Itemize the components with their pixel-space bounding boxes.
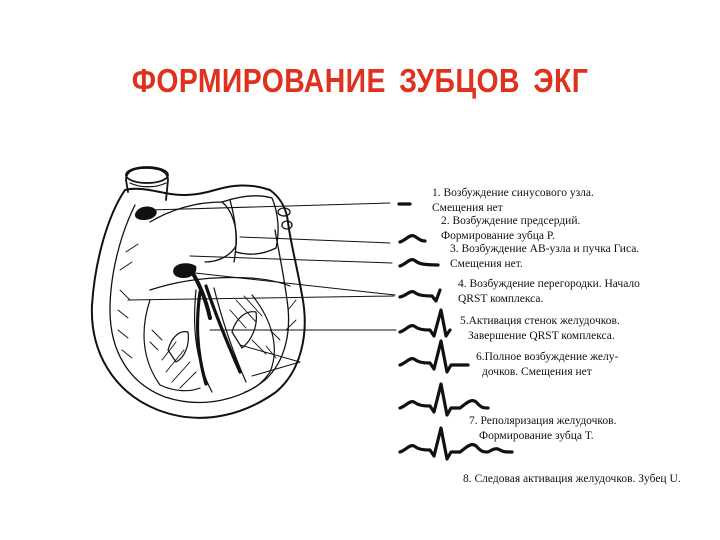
pointer-line-2 [239,236,391,244]
ecg-trace-7 [398,382,490,417]
stage-6-line1: 6.Полное возбуждение желу- [476,351,619,363]
pointer-lines [127,202,397,377]
interventricular-septum [193,287,247,393]
papillary-muscle-right [167,331,189,363]
ecg-trace-2 [398,234,427,244]
stage-7-line2: Формирование зубца Т. [479,430,594,442]
stage-7-label: 7. Реполяризация желудочков. Формировани… [469,414,616,444]
papillary-muscle-left [231,311,257,349]
sinoatrial-node [134,206,157,220]
right-bundle-branch [195,290,208,386]
ecg-trace-3 [398,258,440,268]
myocardium-inner-contour [109,204,290,404]
aorta-wall [129,182,167,188]
stage-8-label: 8. Следовая активация желудочков. Зубец … [463,472,681,487]
stage-2-line2: Формирование зубца P. [441,230,555,242]
stage-7-line1: 7. Реполяризация желудочков. [469,415,617,427]
atrioventricular-node [173,263,197,278]
stage-4-line1: 4. Возбуждение перегородки. Начало [458,278,640,290]
stage-1-line1: 1. Возбуждение синусового узла. [432,187,594,199]
ecg-trace-5 [398,308,452,338]
left-atrium-wall [221,195,279,255]
aorta-opening [125,166,169,184]
av-valve-plane [149,276,291,291]
stage-3-line1: 3. Возбуждение АВ-узла и пучка Гиса. [450,243,640,255]
stage-3-label: 3. Возбуждение АВ-узла и пучка Гиса. Сме… [450,242,639,272]
trabeculae-hatching [117,243,297,389]
ecg-trace-8 [398,426,514,461]
stage-2-line1: 2. Возбуждение предсердий. [441,215,581,227]
stage-2-label: 2. Возбуждение предсердий. Формирование … [441,214,580,244]
stage-6-line2: дочков. Смещения нет [482,366,592,378]
left-ventricle-cavity [244,294,275,393]
stage-8-line1: 8. Следовая активация желудочков. Зубец … [463,473,681,485]
left-bundle-branch [204,284,242,374]
bundle-of-his [190,270,212,320]
stage-4-label: 4. Возбуждение перегородки. Начало QRST … [458,277,640,307]
pulmonary-vein-lower [281,220,293,230]
ecg-trace-4 [398,288,442,303]
diagram-title: ФОРМИРОВАНИЕ ЗУБЦОВ ЭКГ [131,62,589,99]
stage-1-label: 1. Возбуждение синусового узла. Смещения… [432,186,594,216]
ecg-trace-6 [398,339,470,374]
stage-5-label: 5.Активация стенок желудочков. Завершени… [460,314,620,344]
ecg-traces [397,202,514,461]
heart-outline [90,184,306,419]
stage-1-line2: Смещения нет [432,202,503,214]
heart-illustration [90,166,306,419]
pointer-line-6a [239,344,301,363]
pointer-line-6b [251,361,301,377]
stage-6-label: 6.Полное возбуждение желу- дочков. Смеще… [476,350,618,380]
pointer-line-5a [127,295,395,301]
stage-5-line1: 5.Активация стенок желудочков. [460,315,620,327]
right-ventricle-cavity [143,299,201,392]
pulmonary-vein-upper [277,207,291,217]
stage-3-line2: Смещения нет. [450,258,523,270]
pointer-line-4 [185,271,396,296]
pointer-line-3 [189,255,393,264]
right-atrium-wall [149,201,238,263]
stage-4-line2: QRST комплекса. [458,293,544,305]
atrial-septum [229,199,237,263]
pointer-line-1 [149,202,391,211]
stage-5-line2: Завершение QRST комплекса. [468,330,615,342]
